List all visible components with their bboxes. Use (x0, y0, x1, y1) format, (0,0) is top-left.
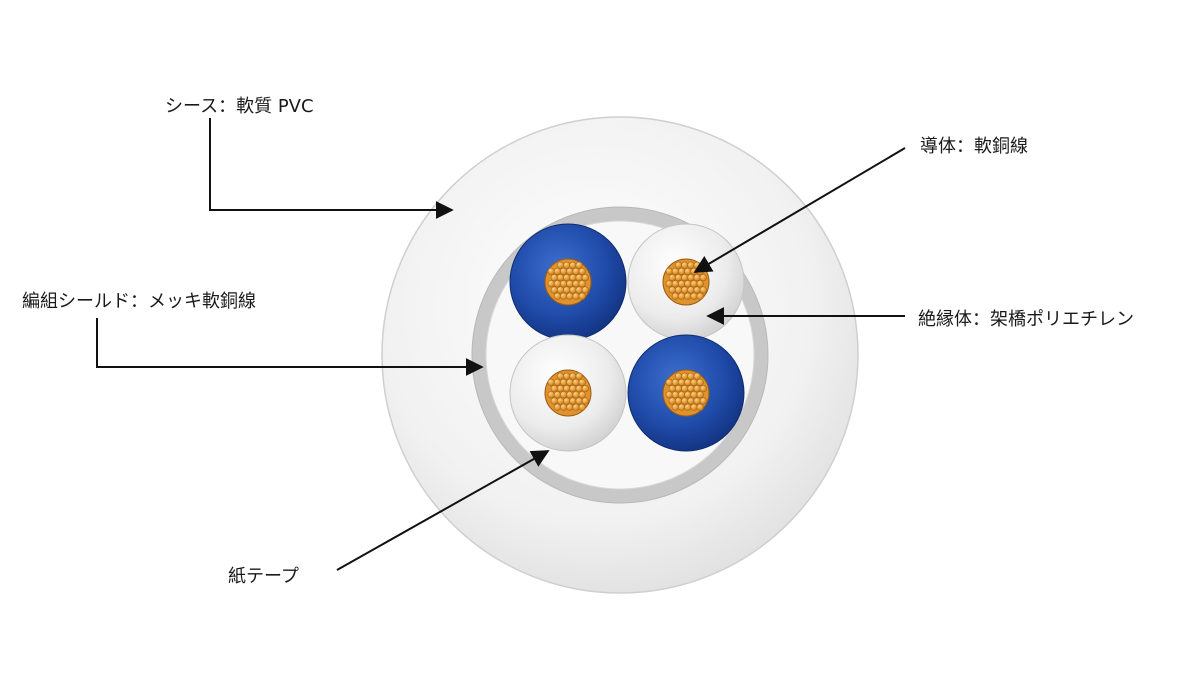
core-3 (509, 334, 627, 452)
conductor-strands (665, 261, 707, 300)
cores (509, 223, 745, 452)
sheath-label: シース：軟質 PVC (165, 96, 314, 117)
paper-tape-label: 紙テープ (228, 566, 299, 587)
conductor-leader (693, 147, 906, 273)
core-4 (627, 334, 745, 452)
conductor-label: 導体：軟銅線 (920, 136, 1028, 157)
shield-leader (96, 318, 484, 376)
sheath-leader (209, 118, 454, 219)
shield-label: 編組シールド：メッキ軟銅線 (22, 291, 256, 312)
core-1 (509, 223, 627, 341)
core-2 (627, 223, 745, 341)
conductor-strands (547, 372, 589, 411)
paper-tape-leader (336, 450, 550, 571)
leader-lines (96, 118, 906, 571)
insulation-label: 絶縁体：架橋ポリエチレン (918, 309, 1134, 330)
conductor-strands (665, 372, 707, 411)
conductor-strands (547, 261, 589, 300)
